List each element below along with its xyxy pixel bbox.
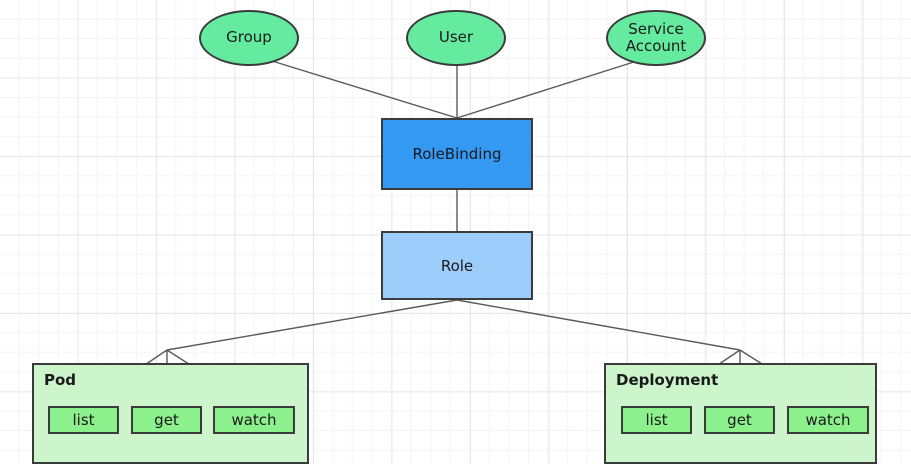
- verb-deployment-watch-label: watch: [805, 411, 851, 429]
- node-role[interactable]: Role: [381, 231, 533, 300]
- resource-group-pod-title: Pod: [44, 371, 77, 389]
- node-group[interactable]: Group: [199, 10, 299, 66]
- resource-group-deployment-title: Deployment: [616, 371, 719, 389]
- verb-deployment-watch[interactable]: watch: [787, 406, 869, 434]
- verb-deployment-get[interactable]: get: [704, 406, 775, 434]
- verb-pod-watch-label: watch: [231, 411, 277, 429]
- edge-service-account-to-rolebinding: [456, 60, 638, 119]
- edge-group-to-rolebinding: [271, 60, 458, 119]
- node-group-label: Group: [226, 28, 272, 47]
- node-user-label: User: [438, 28, 474, 47]
- node-rolebinding[interactable]: RoleBinding: [381, 118, 533, 190]
- verb-deployment-get-label: get: [727, 411, 752, 429]
- node-rolebinding-label: RoleBinding: [412, 145, 502, 163]
- verb-pod-list-label: list: [72, 411, 95, 429]
- verb-deployment-list-label: list: [645, 411, 668, 429]
- verb-pod-watch[interactable]: watch: [213, 406, 295, 434]
- verb-deployment-list[interactable]: list: [621, 406, 692, 434]
- node-user[interactable]: User: [406, 10, 506, 66]
- edge-role-to-pod: [166, 299, 458, 351]
- verb-pod-get-label: get: [154, 411, 179, 429]
- node-role-label: Role: [440, 256, 474, 275]
- verb-pod-list[interactable]: list: [48, 406, 119, 434]
- edge-role-to-deployment: [456, 299, 741, 351]
- verb-pod-get[interactable]: get: [131, 406, 202, 434]
